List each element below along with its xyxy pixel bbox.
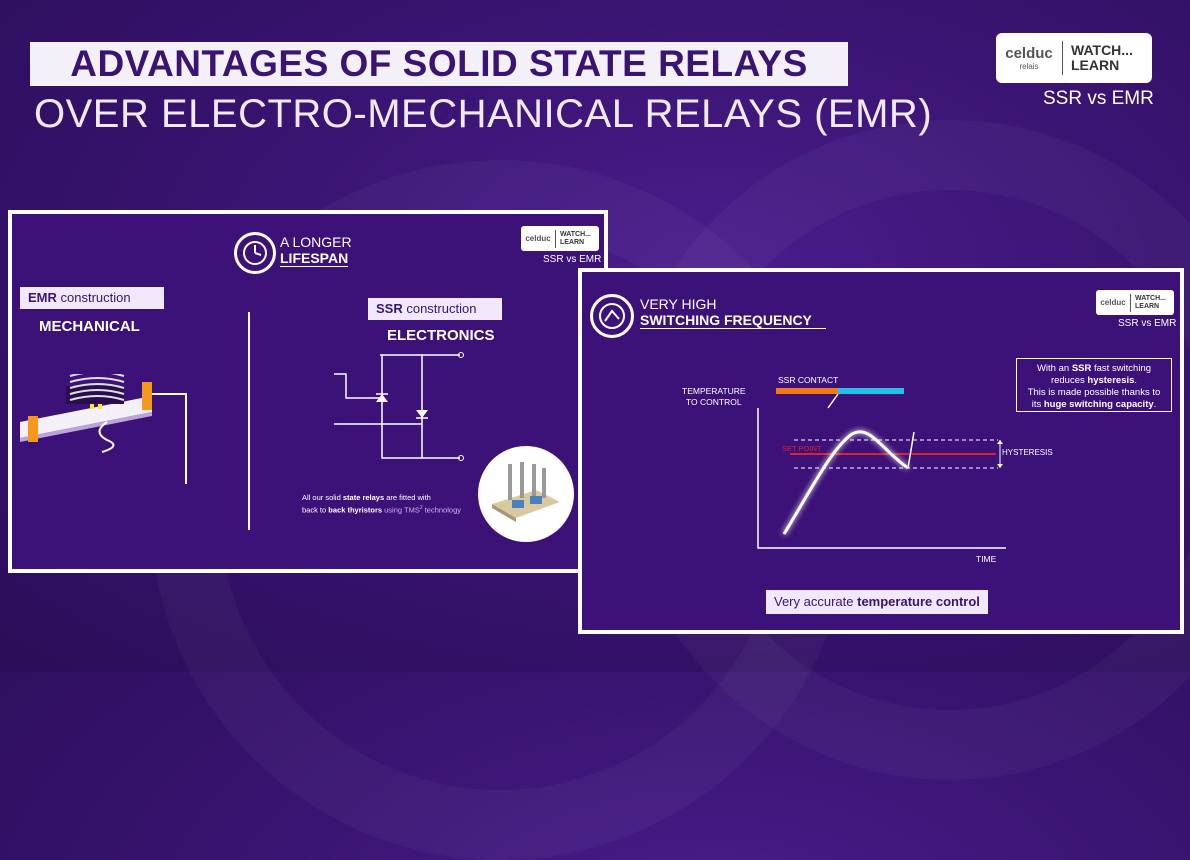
contact-bar-off [838, 388, 904, 394]
note-sup: 2 [419, 505, 423, 511]
info-box: With an SSR fast switching reduces hyste… [1016, 358, 1172, 412]
brand-name-small: celduc [525, 234, 551, 243]
info-bold: huge switching capacity [1043, 399, 1154, 410]
logo-subtitle-small-2: SSR vs EMR [1118, 318, 1177, 329]
logo-learn: LEARN [1071, 57, 1120, 73]
panel-switching: VERY HIGH SWITCHING FREQUENCY celduc WAT… [578, 268, 1184, 634]
clock-icon [234, 232, 276, 274]
temperature-graph [757, 388, 1006, 549]
note-bold: state relays [342, 493, 385, 502]
info-text: . [1153, 399, 1157, 410]
info-bold: SSR [1071, 363, 1092, 374]
note-text: are fitted with [384, 493, 431, 502]
caption-bold: temperature control [857, 594, 980, 609]
celduc-logo: celduc relais WATCH... LEARN [996, 33, 1152, 83]
celduc-logo-small-2: celduc WATCH... LEARN [1096, 290, 1174, 315]
y-label-2: TO CONTROL [686, 397, 742, 407]
set-point-label: SET POINT [782, 444, 822, 453]
ssr-note: All our solid state relays are fitted wi… [302, 492, 461, 516]
temperature-curve [782, 430, 909, 535]
logo-watch-small: WATCH... [560, 230, 591, 238]
ssr-contact-label: SSR CONTACT [778, 375, 839, 385]
note-text: back to [302, 505, 329, 515]
logo-watch: WATCH... [1071, 41, 1133, 58]
emr-relay-illustration [20, 374, 187, 484]
note-text: using TMS [382, 505, 420, 515]
time-label: TIME [976, 554, 997, 564]
title-line-2: OVER ELECTRO-MECHANICAL RELAYS (EMR) [34, 92, 933, 136]
celduc-logo-small: celduc WATCH... LEARN [521, 226, 599, 251]
contact-bar-on [776, 388, 838, 394]
ssr-product-image [478, 446, 574, 542]
info-text: . [1134, 375, 1138, 386]
info-text: With an [1036, 363, 1072, 374]
ssr-construction-label: SSR construction [368, 298, 502, 320]
switching-heading-1: VERY HIGH [640, 296, 717, 312]
y-label-1: TEMPERATURE [682, 386, 746, 396]
ssr-title: ELECTRONICS [387, 327, 495, 344]
lifespan-heading-2: LIFESPAN [280, 250, 349, 267]
bottom-caption: Very accurate temperature control [766, 590, 988, 614]
title-line-1: ADVANTAGES OF SOLID STATE RELAYS (SSR) [30, 42, 848, 128]
info-text: This is made possible thanks to [1027, 387, 1161, 398]
info-text: fast switching [1091, 363, 1152, 374]
emr-label-rest: construction [56, 290, 131, 305]
brand-name-small-2: celduc [1100, 298, 1126, 307]
caption-text: Very accurate [774, 594, 858, 609]
switch-icon [590, 294, 634, 338]
logo-learn-small: LEARN [560, 238, 585, 246]
info-text: its [1031, 399, 1044, 410]
axes [757, 408, 1006, 549]
note-bold: back thyristors [328, 505, 383, 515]
divider-line [248, 312, 250, 530]
note-text: technology [422, 505, 461, 515]
thyristor-circuit [334, 352, 464, 461]
info-text: reduces [1050, 375, 1088, 386]
emr-construction-label: EMR construction [20, 287, 164, 309]
ssr-label-rest: construction [402, 301, 477, 316]
hysteresis-label: HYSTERESIS [1002, 448, 1053, 457]
brand-name: celduc [1005, 45, 1053, 62]
ssr-label-bold: SSR [376, 301, 403, 316]
emr-label-bold: EMR [28, 290, 57, 305]
logo-learn-small-2: LEARN [1135, 302, 1160, 310]
note-text: All our solid [302, 493, 343, 502]
brand-sub: relais [1019, 62, 1039, 71]
logo-subtitle-small: SSR vs EMR [543, 254, 602, 265]
lifespan-heading-1: A LONGER [280, 234, 352, 250]
emr-title: MECHANICAL [39, 318, 140, 335]
y-axis-label: TEMPERATURE TO CONTROL [682, 386, 746, 408]
logo-subtitle: SSR vs EMR [1043, 88, 1154, 109]
slide: { "header": { "title_line1": "ADVANTAGES… [0, 0, 1190, 672]
info-bold: hysteresis [1087, 375, 1135, 386]
panel-lifespan: A LONGER LIFESPAN celduc WATCH... LEARN … [8, 210, 608, 573]
switching-heading-2: SWITCHING FREQUENCY [640, 312, 826, 329]
logo-watch-small-2: WATCH... [1135, 294, 1166, 302]
